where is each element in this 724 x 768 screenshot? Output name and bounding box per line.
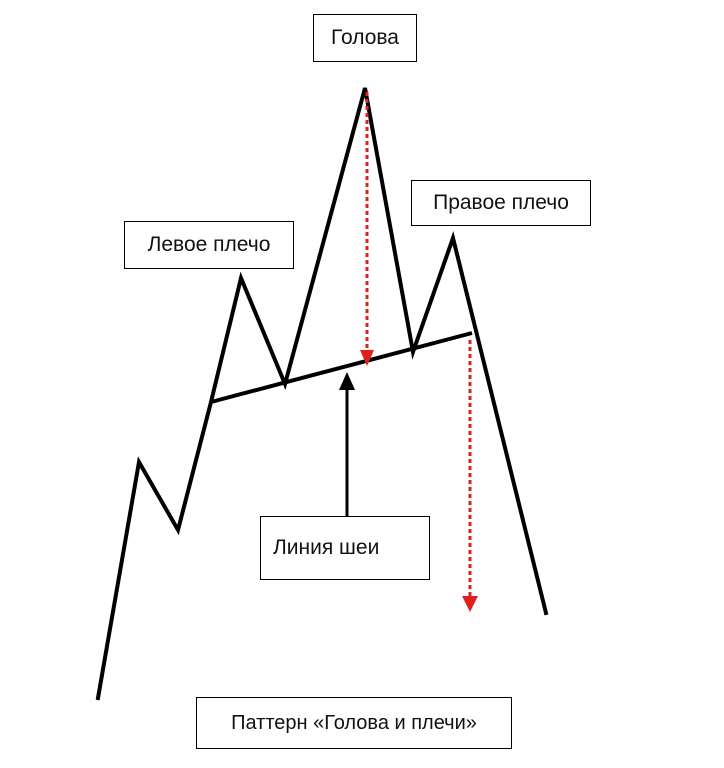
diagram-caption-text: Паттерн «Голова и плечи» (231, 711, 477, 734)
right-shoulder-label-text: Правое плечо (433, 191, 569, 214)
neckline-label-text: Линия шеи (273, 536, 380, 559)
head-label: Голова (313, 14, 417, 62)
neckline-pointer-arrowhead (339, 372, 355, 390)
diagram-caption: Паттерн «Голова и плечи» (196, 697, 512, 749)
head-label-text: Голова (331, 26, 399, 49)
price-line (95, 87, 549, 701)
right-shoulder-label: Правое плечо (411, 180, 591, 226)
left-shoulder-label: Левое плечо (124, 221, 294, 269)
head-height-arrowhead (360, 350, 374, 366)
left-shoulder-label-text: Левое плечо (147, 233, 271, 256)
target-projection-arrowhead (462, 596, 478, 612)
neckline-label: Линия шеи (260, 516, 430, 580)
neckline-line (210, 331, 473, 404)
